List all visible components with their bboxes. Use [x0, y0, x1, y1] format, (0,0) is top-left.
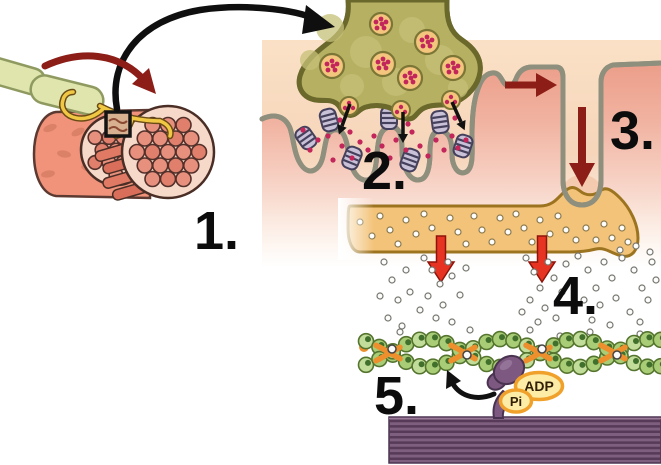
pi-label: Pi: [510, 394, 522, 409]
step-2-label: 2.: [362, 141, 407, 201]
synaptic-vesicle: [439, 54, 467, 82]
axon-terminal: [299, 0, 480, 143]
exocytosis-arrows: [337, 101, 466, 143]
acetylcholine-receptor: [430, 109, 450, 135]
step-5-label: 5.: [374, 366, 419, 426]
step-labels: 1. 2. 3. 4. 5.: [194, 101, 655, 426]
vesicle-fusing: [339, 96, 359, 116]
synaptic-vesicle: [413, 28, 441, 56]
synaptic-vesicle: [368, 11, 394, 37]
vesicle-fusing: [441, 90, 461, 110]
sr-left-fade: [338, 198, 374, 260]
action-potential-arrows: [505, 73, 595, 187]
myosin-head-highlight: [499, 359, 513, 371]
step-3-label: 3.: [610, 101, 655, 161]
ap-arrowhead-down: [569, 163, 595, 187]
zoom-source-box: [104, 110, 132, 138]
adp-label: ADP: [524, 378, 554, 394]
synaptic-vesicles: [318, 11, 467, 92]
myosin-thick-filament: [388, 416, 661, 464]
ap-arrowhead-right: [536, 73, 557, 97]
myosin-head: [486, 354, 526, 419]
acetylcholine-receptor: [294, 125, 318, 151]
acetylcholine-receptors: [294, 106, 474, 173]
acetylcholine-receptor: [452, 133, 474, 159]
synaptic-vesicle: [396, 64, 424, 92]
neurotransmitter-molecules: [300, 115, 469, 163]
vesicle-release-sites: [339, 90, 461, 120]
muscle-fibers: [128, 116, 208, 188]
step-1-label: 1.: [194, 201, 239, 261]
nucleotide-badges: ADP Pi: [498, 370, 565, 414]
myosin-stripes: [389, 417, 661, 461]
power-stroke-arrow: [446, 370, 497, 400]
released-calcium-ions: [376, 242, 660, 340]
zoom-arrow: [112, 4, 335, 113]
nerve-impulse-arrow: [41, 52, 156, 94]
synaptic-vesicle: [369, 50, 397, 78]
acetylcholine-receptor: [318, 107, 340, 133]
acetylcholine-receptor: [399, 147, 421, 173]
pi-badge: [498, 388, 534, 414]
synaptic-vesicle: [318, 52, 346, 80]
muscle-and-nerve: [0, 4, 335, 201]
vesicle-fusing: [391, 100, 411, 120]
step-4-label: 4.: [553, 266, 598, 326]
